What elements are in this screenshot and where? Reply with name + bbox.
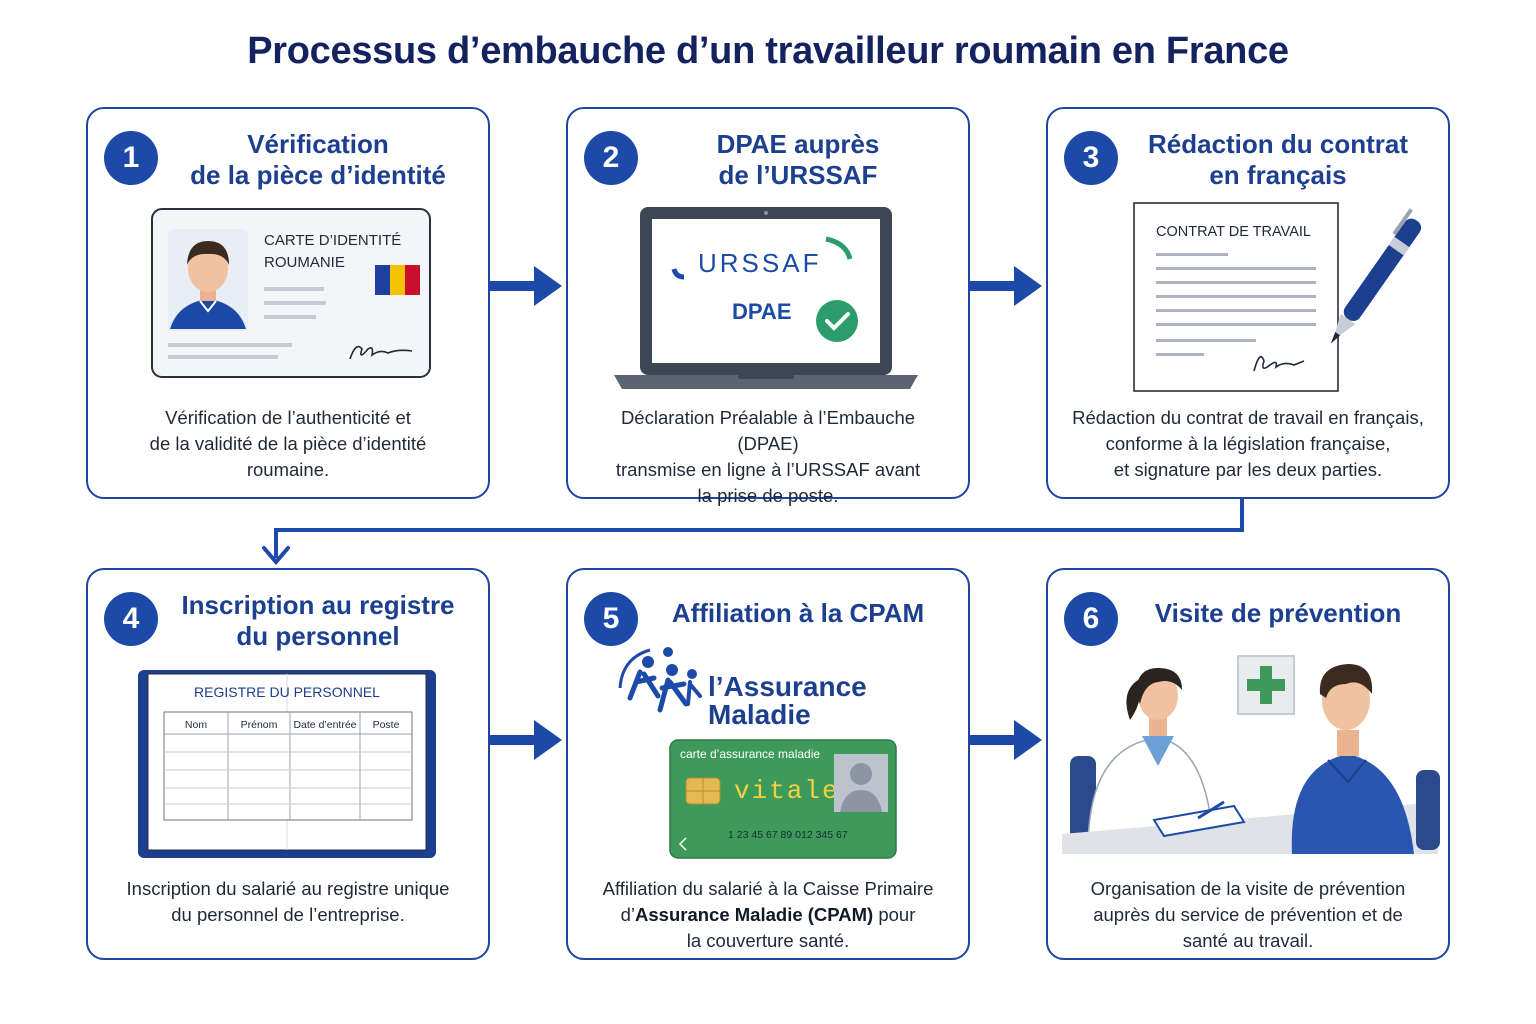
step-title: Affiliation à la CPAM	[671, 598, 925, 628]
id-card-icon: CARTE D’IDENTITÉ ROUMANIE	[151, 208, 431, 378]
contract-icon: CONTRAT DE TRAVAIL	[1133, 202, 1422, 392]
svg-text:Date d’entrée: Date d’entrée	[293, 719, 356, 731]
svg-text:l’Assurance: l’Assurance	[708, 671, 867, 702]
step-number-badge: 4	[104, 592, 158, 646]
svg-text:Nom: Nom	[185, 719, 207, 731]
step-number-badge: 3	[1064, 131, 1118, 185]
step-description: Déclaration Préalable à l’Embauche (DPAE…	[615, 407, 921, 506]
step-number-badge: 5	[584, 592, 638, 646]
step-description: Affiliation du salarié à la Caisse Prima…	[602, 878, 934, 951]
svg-text:CARTE D’IDENTITÉ: CARTE D’IDENTITÉ	[264, 232, 401, 249]
assurance-maladie-logo: l’Assurance Maladie	[618, 647, 867, 730]
svg-text:vitale: vitale	[734, 776, 840, 806]
svg-text:CONTRAT DE TRAVAIL: CONTRAT DE TRAVAIL	[1156, 224, 1311, 240]
step-number-badge: 6	[1064, 592, 1118, 646]
svg-text:Poste: Poste	[373, 719, 400, 731]
svg-text:URSSAF: URSSAF	[698, 248, 821, 278]
page-title: Processus d’embauche d’un travailleur ro…	[247, 30, 1289, 72]
laptop-icon: URSSAF DPAE	[614, 207, 918, 389]
svg-text:carte d’assurance maladie: carte d’assurance maladie	[680, 747, 820, 761]
step-number-badge: 1	[104, 131, 158, 185]
health-card-icon: l’Assurance Maladie carte d’assurance ma…	[618, 647, 897, 859]
step-card-5: 5 Affiliation à la CPAM l’Assurance Mala…	[566, 568, 970, 960]
step-description: Rédaction du contrat de travail en franç…	[1072, 407, 1424, 480]
step-description: Inscription du salarié au registre uniqu…	[126, 878, 450, 925]
svg-text:DPAE: DPAE	[732, 299, 792, 324]
arrow-right-icon	[970, 720, 1042, 760]
medical-visit-icon	[1062, 655, 1440, 854]
arrow-right-icon	[490, 720, 562, 760]
step-title: Visite de prévention	[1154, 598, 1402, 628]
register-book-icon: REGISTRE DU PERSONNEL Nom Prénom Date d’…	[138, 670, 436, 858]
step-card-6: 6 Visite de prévention Organisation de l…	[1046, 568, 1450, 960]
svg-text:Maladie: Maladie	[708, 699, 811, 730]
svg-text:REGISTRE DU PERSONNEL: REGISTRE DU PERSONNEL	[194, 684, 380, 700]
svg-text:1 23 45 67 89 012 345 67: 1 23 45 67 89 012 345 67	[728, 829, 848, 841]
arrow-right-icon	[490, 266, 562, 306]
svg-text:ROUMANIE: ROUMANIE	[264, 254, 345, 271]
step-number-badge: 2	[584, 131, 638, 185]
arrow-right-icon	[970, 266, 1042, 306]
svg-text:Prénom: Prénom	[241, 719, 278, 731]
